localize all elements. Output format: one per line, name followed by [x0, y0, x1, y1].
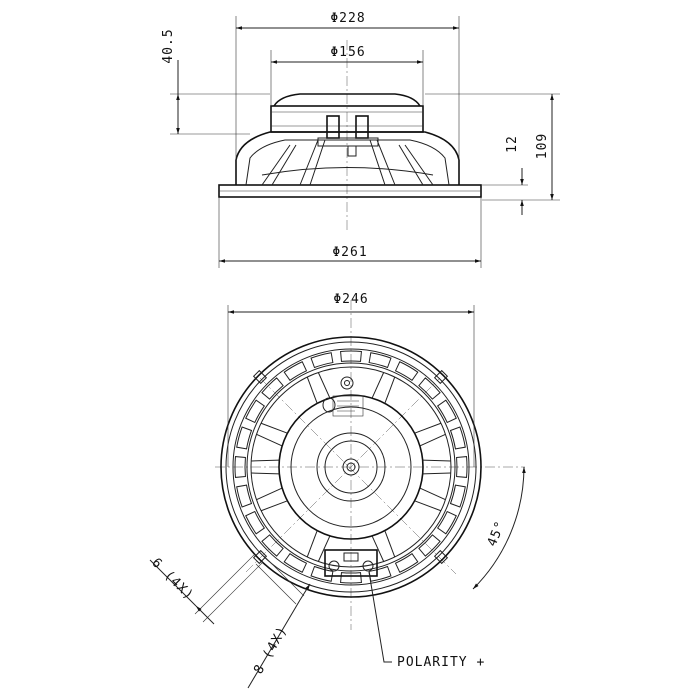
side-view: Φ228 Φ156 Φ261 40.5 12 109: [161, 11, 560, 268]
mounting-hole-br: [433, 549, 449, 565]
rim-slot: [283, 552, 308, 573]
spoke-edge: [422, 472, 451, 475]
rim-slot: [449, 426, 466, 450]
basket-spokes: [251, 372, 451, 562]
rim-slot: [418, 534, 441, 557]
rim-slot: [283, 361, 308, 382]
terminal-left: [326, 115, 340, 139]
rim-slot: [245, 399, 266, 424]
spoke-edge: [251, 472, 280, 475]
spoke-edge: [317, 535, 331, 562]
rim-slot: [449, 484, 466, 508]
spoke-edge: [251, 459, 280, 462]
brand-logo-icon: [322, 397, 336, 413]
top-terminal: [340, 376, 354, 390]
rim-slot: [340, 350, 362, 362]
terminal-negative: [328, 560, 340, 572]
spoke-edge: [384, 530, 396, 558]
rim-slot: [245, 510, 266, 535]
rim-slot: [236, 484, 253, 508]
spoke-edge: [371, 535, 385, 562]
rim-vent-slots: [234, 350, 468, 584]
cone-ring: [278, 394, 424, 540]
mounting-hole-bl: [252, 549, 268, 565]
rim-slot: [234, 456, 246, 478]
spoke-edge: [256, 487, 283, 501]
bottom-terminal-block: [324, 549, 378, 577]
dust-cap: [316, 432, 386, 502]
dim-magnet-diameter: Φ156: [330, 45, 365, 60]
rim-slot: [261, 534, 284, 557]
dim-hole-width: 6 (4X): [148, 555, 196, 603]
rim-slot: [236, 426, 253, 450]
angle-arc: [472, 466, 526, 590]
rim-slot: [394, 552, 419, 573]
rim-slot: [436, 510, 457, 535]
spoke-edge: [414, 422, 442, 434]
polarity-leader: [368, 571, 392, 663]
dim-hole-length: 8 (4X): [251, 624, 290, 677]
rim-slot: [340, 572, 362, 584]
spoke-edge: [260, 422, 288, 434]
dim-flange-thickness: 12: [505, 135, 520, 153]
mounting-holes: [252, 369, 449, 565]
rim-slot: [368, 352, 392, 369]
rim-slot: [394, 361, 419, 382]
spoke-edge: [306, 530, 318, 558]
mounting-hole-tl: [252, 369, 268, 385]
spoke-edge: [256, 433, 283, 447]
magnet-assembly: [270, 105, 424, 133]
dim-frame-diameter: Φ228: [330, 11, 365, 26]
rim-slot: [310, 352, 334, 369]
spoke-edge: [422, 459, 451, 462]
spoke-edge: [260, 500, 288, 512]
polarity-label: POLARITY +: [397, 655, 485, 670]
dim-bolt-circle: Φ246: [333, 292, 368, 307]
dim-depth-top: 40.5: [161, 28, 176, 63]
terminal-right: [355, 115, 369, 139]
dim-total-depth: 109: [535, 133, 550, 159]
dim-line-hole-width: [149, 559, 197, 607]
spoke-edge: [419, 433, 446, 447]
spoke-edge: [371, 372, 385, 399]
dim-line-hole-length: [247, 599, 301, 689]
spoke-edge: [419, 487, 446, 501]
spoke-edge: [306, 376, 318, 404]
spoke-edge: [414, 500, 442, 512]
rim-slot: [418, 377, 441, 400]
terminal-positive: [362, 560, 374, 572]
center-pole: [342, 458, 360, 476]
rim-slot: [261, 377, 284, 400]
rim-slot: [310, 565, 334, 582]
spoke-edge: [384, 376, 396, 404]
front-view: Φ246 45° 6 (4X) 8 (4X) POLARITY +: [148, 292, 526, 689]
label-plate: [332, 395, 364, 417]
dim-outer-diameter: Φ261: [332, 245, 367, 260]
mounting-hole-tr: [433, 369, 449, 385]
magnet-cap: [273, 93, 421, 107]
spoke-edge: [317, 372, 331, 399]
rim-slot: [436, 399, 457, 424]
rim-slot: [456, 456, 468, 478]
